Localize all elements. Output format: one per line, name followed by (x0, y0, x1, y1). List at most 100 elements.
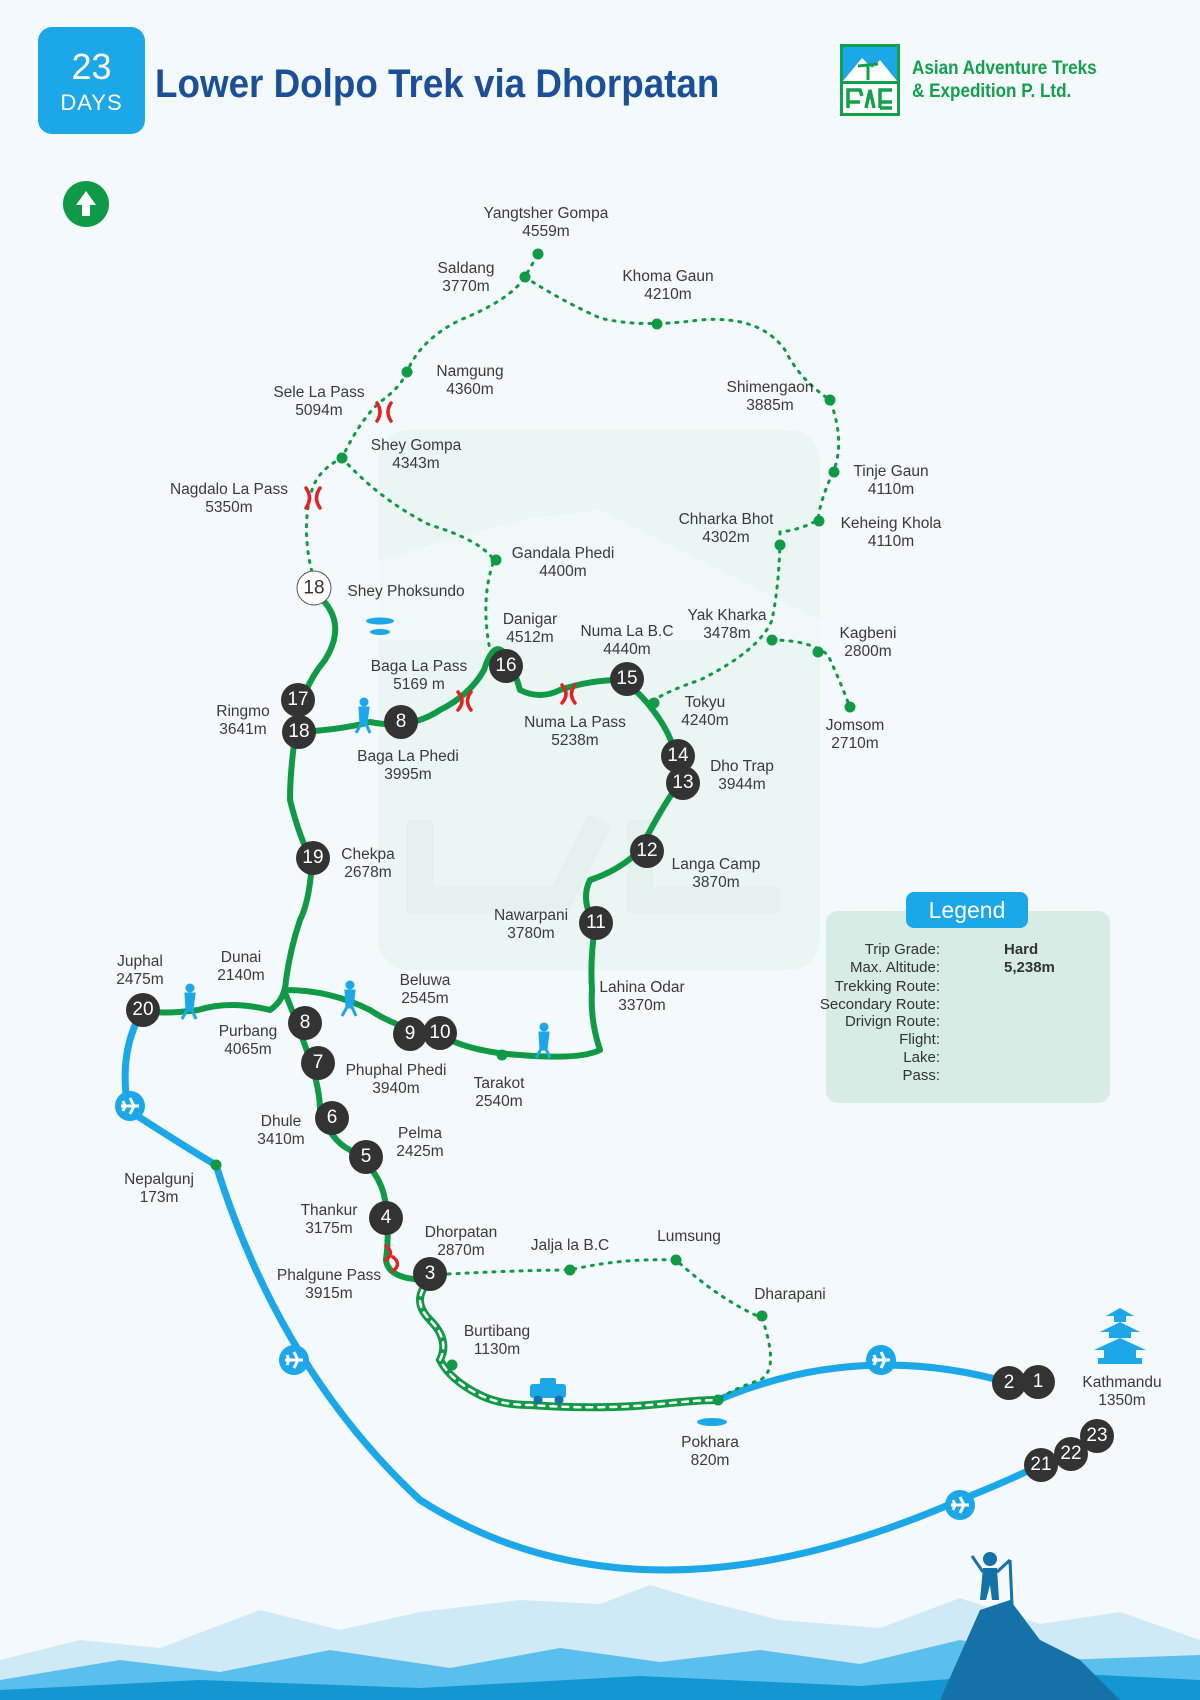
place-shey-phoksundo: Shey Phoksundo (347, 583, 465, 600)
day-marker: 4 (369, 1201, 403, 1235)
day-marker: 21 (1024, 1448, 1058, 1482)
day-marker: 8 (288, 1006, 322, 1040)
day-marker: 3 (413, 1257, 447, 1291)
hiker-icon (354, 697, 372, 734)
legend-pass-label: Pass: (902, 1067, 940, 1084)
legend-trip-grade: Trip Grade: Hard (826, 941, 1110, 959)
company-name: Asian Adventure Treks & Expedition P. Lt… (912, 57, 1097, 103)
legend-max-alt-label: Max. Altitude: (849, 959, 940, 976)
company-name-line1: Asian Adventure Treks (912, 58, 1097, 79)
airplane-icon (115, 1091, 145, 1121)
day-marker: 6 (315, 1101, 349, 1135)
legend-pass: Pass: (826, 1067, 1110, 1085)
trip-duration-badge: 23 DAYS (38, 27, 145, 134)
airplane-icon (279, 1345, 309, 1375)
company-name-line2: & Expedition P. Ltd. (912, 81, 1072, 102)
legend-flight-label: Flight: (899, 1031, 940, 1048)
hiker-icon (180, 983, 198, 1020)
summit-climber-icon (940, 1552, 1120, 1700)
day-marker: 5 (349, 1140, 383, 1174)
legend-secondary-route: Secondary Route: (820, 996, 1110, 1014)
day-marker: 20 (126, 993, 160, 1027)
day-marker: 17 (281, 683, 315, 717)
legend-secondary-label: Secondary Route: (819, 996, 940, 1013)
pass-icon (304, 401, 577, 1273)
day-marker: 10 (423, 1016, 457, 1050)
day-marker: 18 (296, 570, 332, 606)
day-marker: 23 (1080, 1419, 1114, 1453)
legend-trekking-route: Trekking Route: (826, 978, 1110, 996)
day-marker: 9 (393, 1017, 427, 1051)
route-waypoints (210, 248, 856, 1406)
day-marker: 12 (630, 834, 664, 868)
driving-route (416, 1276, 722, 1412)
day-marker: 16 (489, 649, 523, 683)
legend-title: Legend (906, 892, 1028, 928)
day-marker: 15 (610, 662, 644, 696)
legend-max-alt-value: 5,238m (1004, 959, 1055, 976)
place-lumsung: Lumsung (657, 1228, 721, 1245)
days-label: DAYS (60, 90, 123, 115)
day-marker: 7 (301, 1046, 335, 1080)
day-marker: 13 (666, 766, 700, 800)
pagoda-icon (1094, 1308, 1146, 1364)
day-marker: 19 (296, 841, 330, 875)
secondary-routes (305, 252, 852, 1402)
watermark-logo (378, 430, 820, 970)
company-logo-icon (840, 44, 900, 116)
map-title: Lower Dolpo Trek via Dhorpatan (155, 62, 720, 106)
north-arrow-icon[interactable] (63, 181, 109, 227)
legend-trip-grade-label: Trip Grade: (864, 941, 940, 958)
hiker-icon (340, 980, 358, 1017)
legend-max-altitude: Max. Altitude: 5,238m (826, 959, 1110, 977)
day-marker: 8 (384, 705, 418, 739)
legend-lake-label: Lake: (903, 1049, 940, 1066)
legend-trip-grade-value: Hard (1004, 941, 1039, 958)
legend-driving-route: Drivign Route: (826, 1013, 1110, 1031)
legend-lake: Lake: (826, 1049, 1110, 1067)
jeep-icon (530, 1378, 566, 1405)
legend-panel (826, 911, 1110, 1103)
day-marker: 11 (579, 906, 613, 940)
